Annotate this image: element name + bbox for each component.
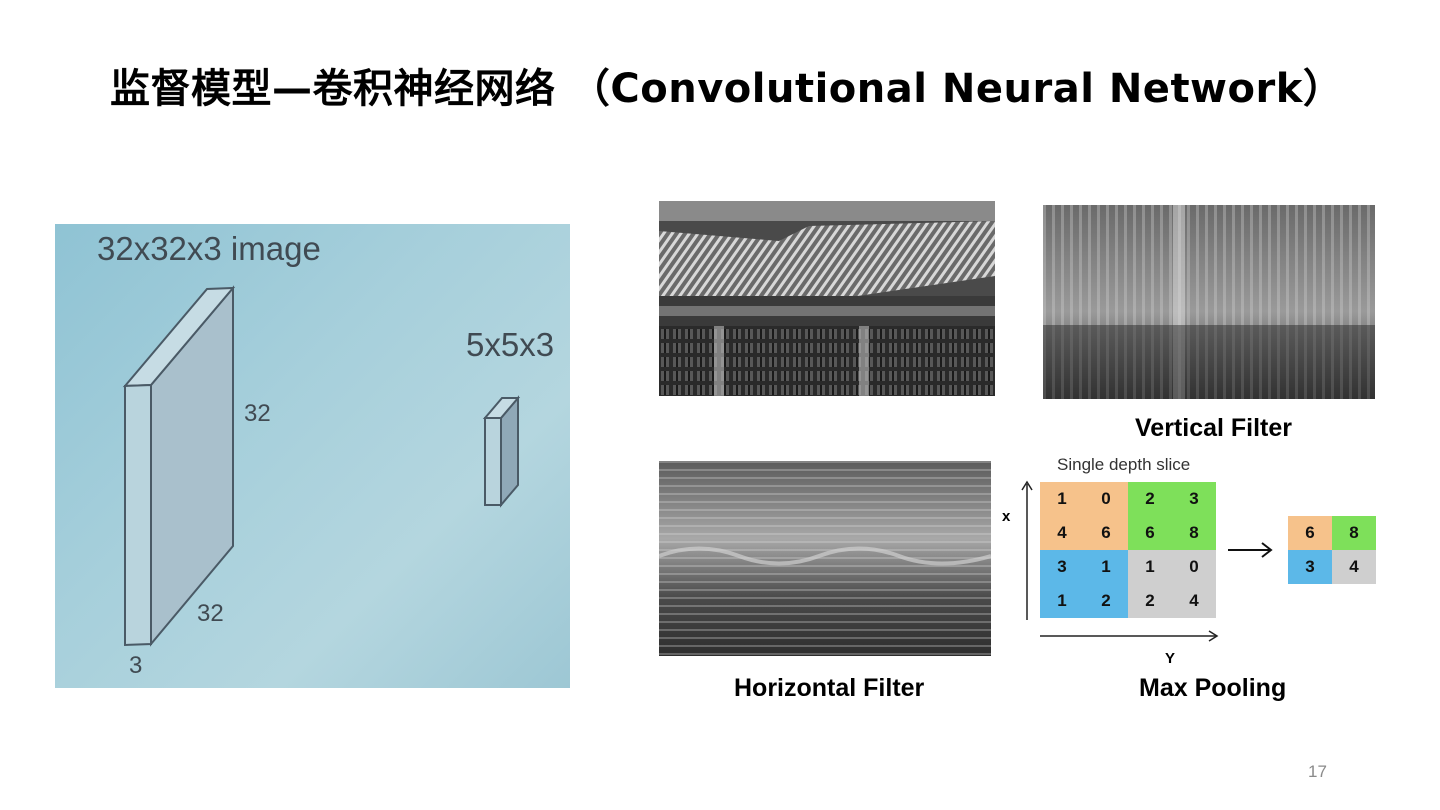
depth-label: 3 [129, 652, 143, 679]
horizontal-filter-caption: Horizontal Filter [734, 674, 925, 702]
pooling-axes [1021, 480, 1219, 642]
image-size-label: 32x32x3 image [97, 230, 321, 267]
pooling-input-cell: 6 [1128, 516, 1172, 550]
pooling-input-cell: 1 [1084, 550, 1128, 584]
image-volume-front [124, 383, 152, 647]
pooling-input-cell: 4 [1040, 516, 1084, 550]
pooling-title: Single depth slice [1057, 455, 1191, 474]
filter-volume-front [484, 417, 502, 506]
volume-shapes [122, 285, 521, 647]
pooling-input-grid: 1 0 2 3 4 6 6 8 3 1 1 0 1 2 2 4 [1040, 482, 1216, 618]
pooling-input-cell: 1 [1128, 550, 1172, 584]
pooling-y-axis-label: Y [1165, 650, 1176, 667]
pooling-output-cell: 8 [1332, 516, 1376, 550]
pooling-output-cell: 3 [1288, 550, 1332, 584]
vertical-filter-caption: Vertical Filter [1135, 414, 1293, 442]
original-photo [659, 201, 995, 396]
pooling-x-axis-label: x [1002, 508, 1011, 525]
pooling-output-cell: 6 [1288, 516, 1332, 550]
pooling-input-cell: 3 [1040, 550, 1084, 584]
cnn-volume-diagram: 32x32x3 image 5x5x3 32 32 3 [55, 224, 570, 688]
pooling-arrow-icon [1228, 542, 1273, 558]
pooling-output-cell: 4 [1332, 550, 1376, 584]
max-pooling-caption: Max Pooling [1139, 674, 1287, 702]
pooling-input-cell: 4 [1172, 584, 1216, 618]
pooling-input-cell: 2 [1084, 584, 1128, 618]
pooling-input-cell: 3 [1172, 482, 1216, 516]
slide-title: 监督模型—卷积神经网络 （Convolutional Neural Networ… [110, 66, 1344, 112]
vertical-filter-photo [1043, 205, 1375, 399]
pooling-input-cell: 0 [1172, 550, 1216, 584]
horizontal-filter-photo [659, 461, 991, 656]
width-label: 32 [197, 600, 224, 627]
pooling-input-cell: 8 [1172, 516, 1216, 550]
page-number: 17 [1308, 762, 1327, 781]
pooling-input-cell: 2 [1128, 482, 1172, 516]
pooling-input-cell: 1 [1040, 482, 1084, 516]
pooling-output-grid: 6 8 3 4 [1288, 516, 1376, 584]
height-label: 32 [244, 400, 271, 427]
filter-size-label: 5x5x3 [466, 326, 555, 363]
pooling-input-cell: 2 [1128, 584, 1172, 618]
pooling-input-cell: 6 [1084, 516, 1128, 550]
pooling-input-cell: 0 [1084, 482, 1128, 516]
pooling-input-cell: 1 [1040, 584, 1084, 618]
